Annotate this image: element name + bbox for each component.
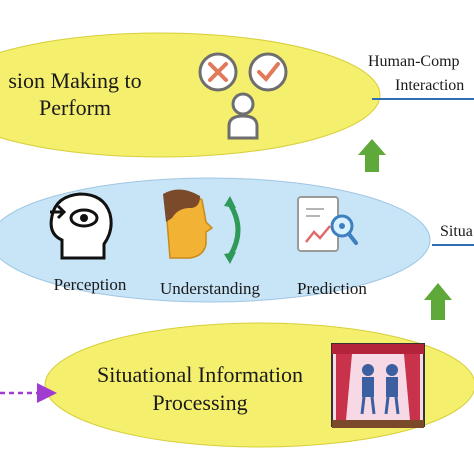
- top-ellipse-line1: sion Making to: [8, 68, 141, 93]
- document-magnifier-icon: [297, 196, 358, 252]
- situation-label: Situa: [440, 223, 473, 240]
- hci-label-line1: Human-Comp: [368, 53, 460, 70]
- understanding-label: Understanding: [160, 279, 261, 298]
- head-with-eye-icon: [49, 192, 113, 260]
- prediction-label: Prediction: [297, 279, 367, 298]
- bottom-ellipse-line2: Processing: [152, 390, 247, 415]
- cycle-arrow-icon: [224, 196, 241, 264]
- theater-stage-icon: [331, 343, 425, 428]
- top-ellipse-line2: Perform: [39, 95, 111, 120]
- hci-label-line2: Interaction: [395, 77, 464, 94]
- green-up-arrow-lower: [424, 283, 452, 320]
- bottom-ellipse-line1: Situational Information: [97, 362, 303, 387]
- decision-user-icon: [198, 52, 288, 140]
- face-profile-icon: [163, 189, 214, 259]
- green-up-arrow-upper: [358, 139, 386, 172]
- perception-label: Perception: [54, 275, 127, 294]
